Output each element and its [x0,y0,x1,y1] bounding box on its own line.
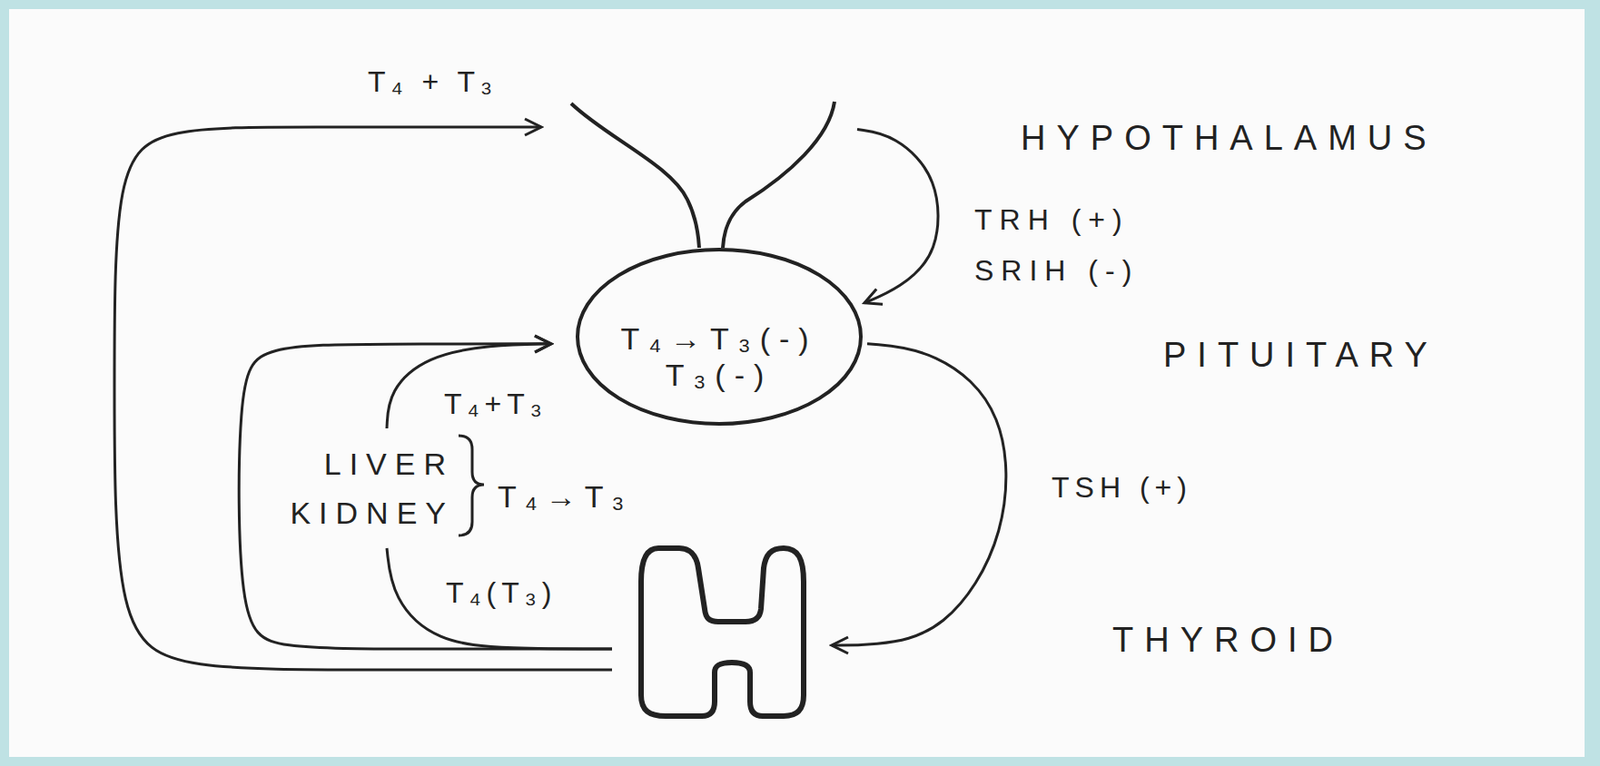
funnel-wall [722,101,835,248]
region-name: THYROID [1112,619,1344,662]
hormone-arrow [386,344,552,429]
brace [458,435,484,536]
hormone-label: T₄(T₃) [445,574,558,612]
hormone-arrow [831,344,1007,646]
gland-outline [641,548,804,717]
conversion-note: T₄→T₃(-) [575,320,863,357]
conversion-note: T₄→T₃ [497,472,633,522]
liver-kidney-group: LIVER KIDNEY T₄→T₃ [272,434,654,544]
hormone-label: TSH (+) [1051,469,1193,506]
funnel-outline [571,101,835,248]
hormone-arrow [114,127,613,671]
hormone-label: TRH (+) SRIH (-) [974,194,1166,297]
region-name: PITUITARY [1163,334,1439,376]
hormone-label: T₄ + T₃ [367,63,498,100]
feedback-note: T₃(-) [575,356,863,394]
region-name: HYPOTHALAMUS [1020,117,1438,159]
hormone-label: T₄+T₃ [444,385,548,423]
thyroid-outline [638,545,807,720]
organ-names: LIVER KIDNEY [272,439,455,538]
pituitary-oval: T₄→T₃(-)T₃(-)PITUITARY [575,247,863,426]
funnel-wall [571,103,700,248]
thyroid-gland: THYROID [638,545,807,720]
hormone-arrow [386,548,613,650]
hypothalamus-funnel: HYPOTHALAMUS [571,101,835,248]
hormone-arrow [857,129,939,304]
